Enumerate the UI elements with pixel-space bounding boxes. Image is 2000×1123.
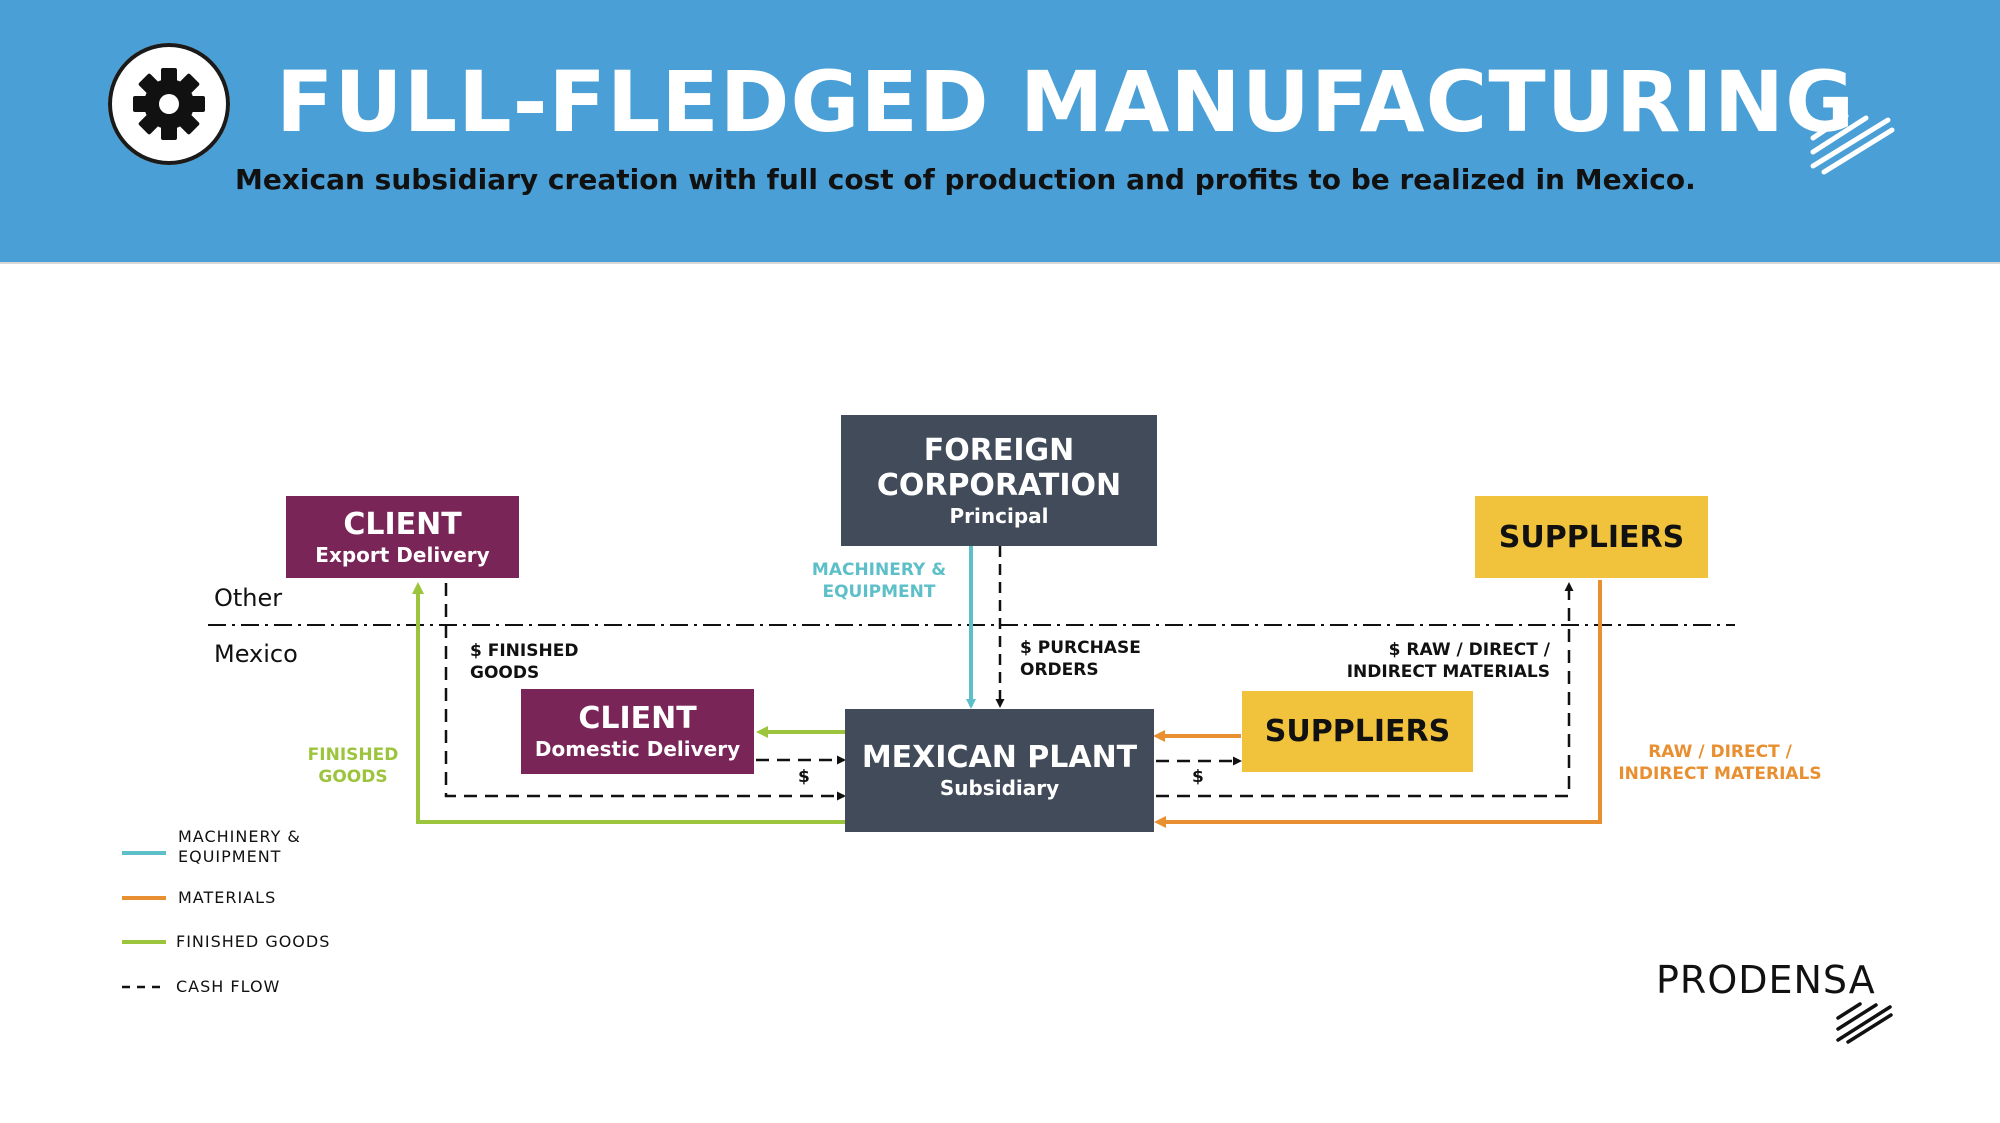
mexican-plant-title: MEXICAN PLANT [861, 740, 1138, 775]
legend-label-cash: CASH FLOW [176, 977, 281, 996]
header-banner: FULL-FLEDGED MANUFACTURING Mexican subsi… [0, 0, 2000, 264]
legend-label-materials: MATERIALS [178, 888, 277, 907]
gear-icon [108, 43, 230, 165]
legend-swatches [122, 851, 166, 989]
finished-goods-label: FINISHED GOODS [307, 745, 399, 787]
finished-goods-cash-label: $ FINISHED GOODS [470, 641, 579, 683]
client-domestic-sub: Domestic Delivery [534, 737, 741, 761]
foreign-corporation-title: FOREIGN CORPORATION [876, 432, 1122, 503]
suppliers-foreign-title: SUPPLIERS [1498, 519, 1685, 555]
raw-materials-label: RAW / DIRECT / INDIRECT MATERIALS [1618, 742, 1822, 784]
brand-hatch-icon [1836, 1002, 1893, 1044]
materials-foreign-arrow [1154, 580, 1602, 828]
foreign-suppliers-cash-arrow [1156, 582, 1574, 798]
client-export-sub: Export Delivery [315, 542, 490, 567]
client-domestic-box[interactable]: CLIENT Domestic Delivery [521, 689, 754, 774]
region-mexico-label: Mexico [214, 640, 298, 668]
suppliers-mx-box[interactable]: SUPPLIERS [1242, 691, 1473, 772]
finished-goods-export-arrow [412, 582, 845, 824]
client-domestic-title: CLIENT [578, 701, 697, 736]
purchase-orders-label: $ PURCHASE ORDERS [1020, 638, 1141, 680]
export-cash-arrow [444, 583, 846, 801]
domestic-cash-dollar: $ [798, 767, 810, 787]
mexican-plant-sub: Subsidiary [939, 776, 1060, 800]
foreign-corporation-sub: Principal [949, 503, 1049, 528]
brand-logo: PRODENSA [1656, 958, 1876, 1002]
mexican-plant-box[interactable]: MEXICAN PLANT Subsidiary [845, 709, 1154, 832]
raw-materials-cash-label: $ RAW / DIRECT / INDIRECT MATERIALS [1346, 640, 1550, 682]
page-title: FULL-FLEDGED MANUFACTURING [276, 53, 1856, 151]
legend-label-finished: FINISHED GOODS [176, 932, 331, 951]
client-export-box[interactable]: CLIENT Export Delivery [286, 496, 519, 578]
page-subtitle: Mexican subsidiary creation with full co… [235, 163, 1696, 196]
machinery-flow-label: MACHINERY & EQUIPMENT [811, 560, 947, 602]
foreign-corporation-box[interactable]: FOREIGN CORPORATION Principal [841, 415, 1157, 546]
region-other-label: Other [214, 584, 283, 612]
mx-suppliers-cash-dollar: $ [1192, 767, 1204, 787]
client-export-title: CLIENT [343, 506, 462, 542]
suppliers-mx-title: SUPPLIERS [1264, 714, 1451, 749]
legend-label-machinery: MACHINERY & EQUIPMENT [178, 827, 301, 866]
hatch-logo-icon [1810, 113, 1895, 175]
suppliers-foreign-box[interactable]: SUPPLIERS [1475, 496, 1708, 578]
